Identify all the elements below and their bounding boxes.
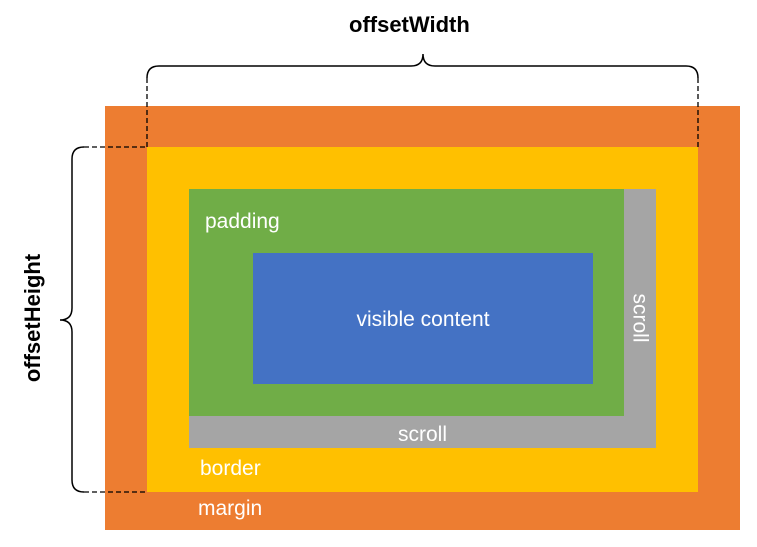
margin-label: margin xyxy=(198,497,263,520)
offset-height-brace xyxy=(59,146,85,493)
offset-height-label: offsetHeight xyxy=(20,253,45,383)
offset-width-brace xyxy=(146,53,699,79)
padding-label: padding xyxy=(205,210,280,233)
offset-width-label: offsetWidth xyxy=(349,12,470,37)
scroll-horizontal-label: scroll xyxy=(397,423,447,446)
border-label: border xyxy=(200,457,261,480)
visible-content-label: visible content xyxy=(356,308,490,331)
visible-content-area xyxy=(253,253,593,384)
